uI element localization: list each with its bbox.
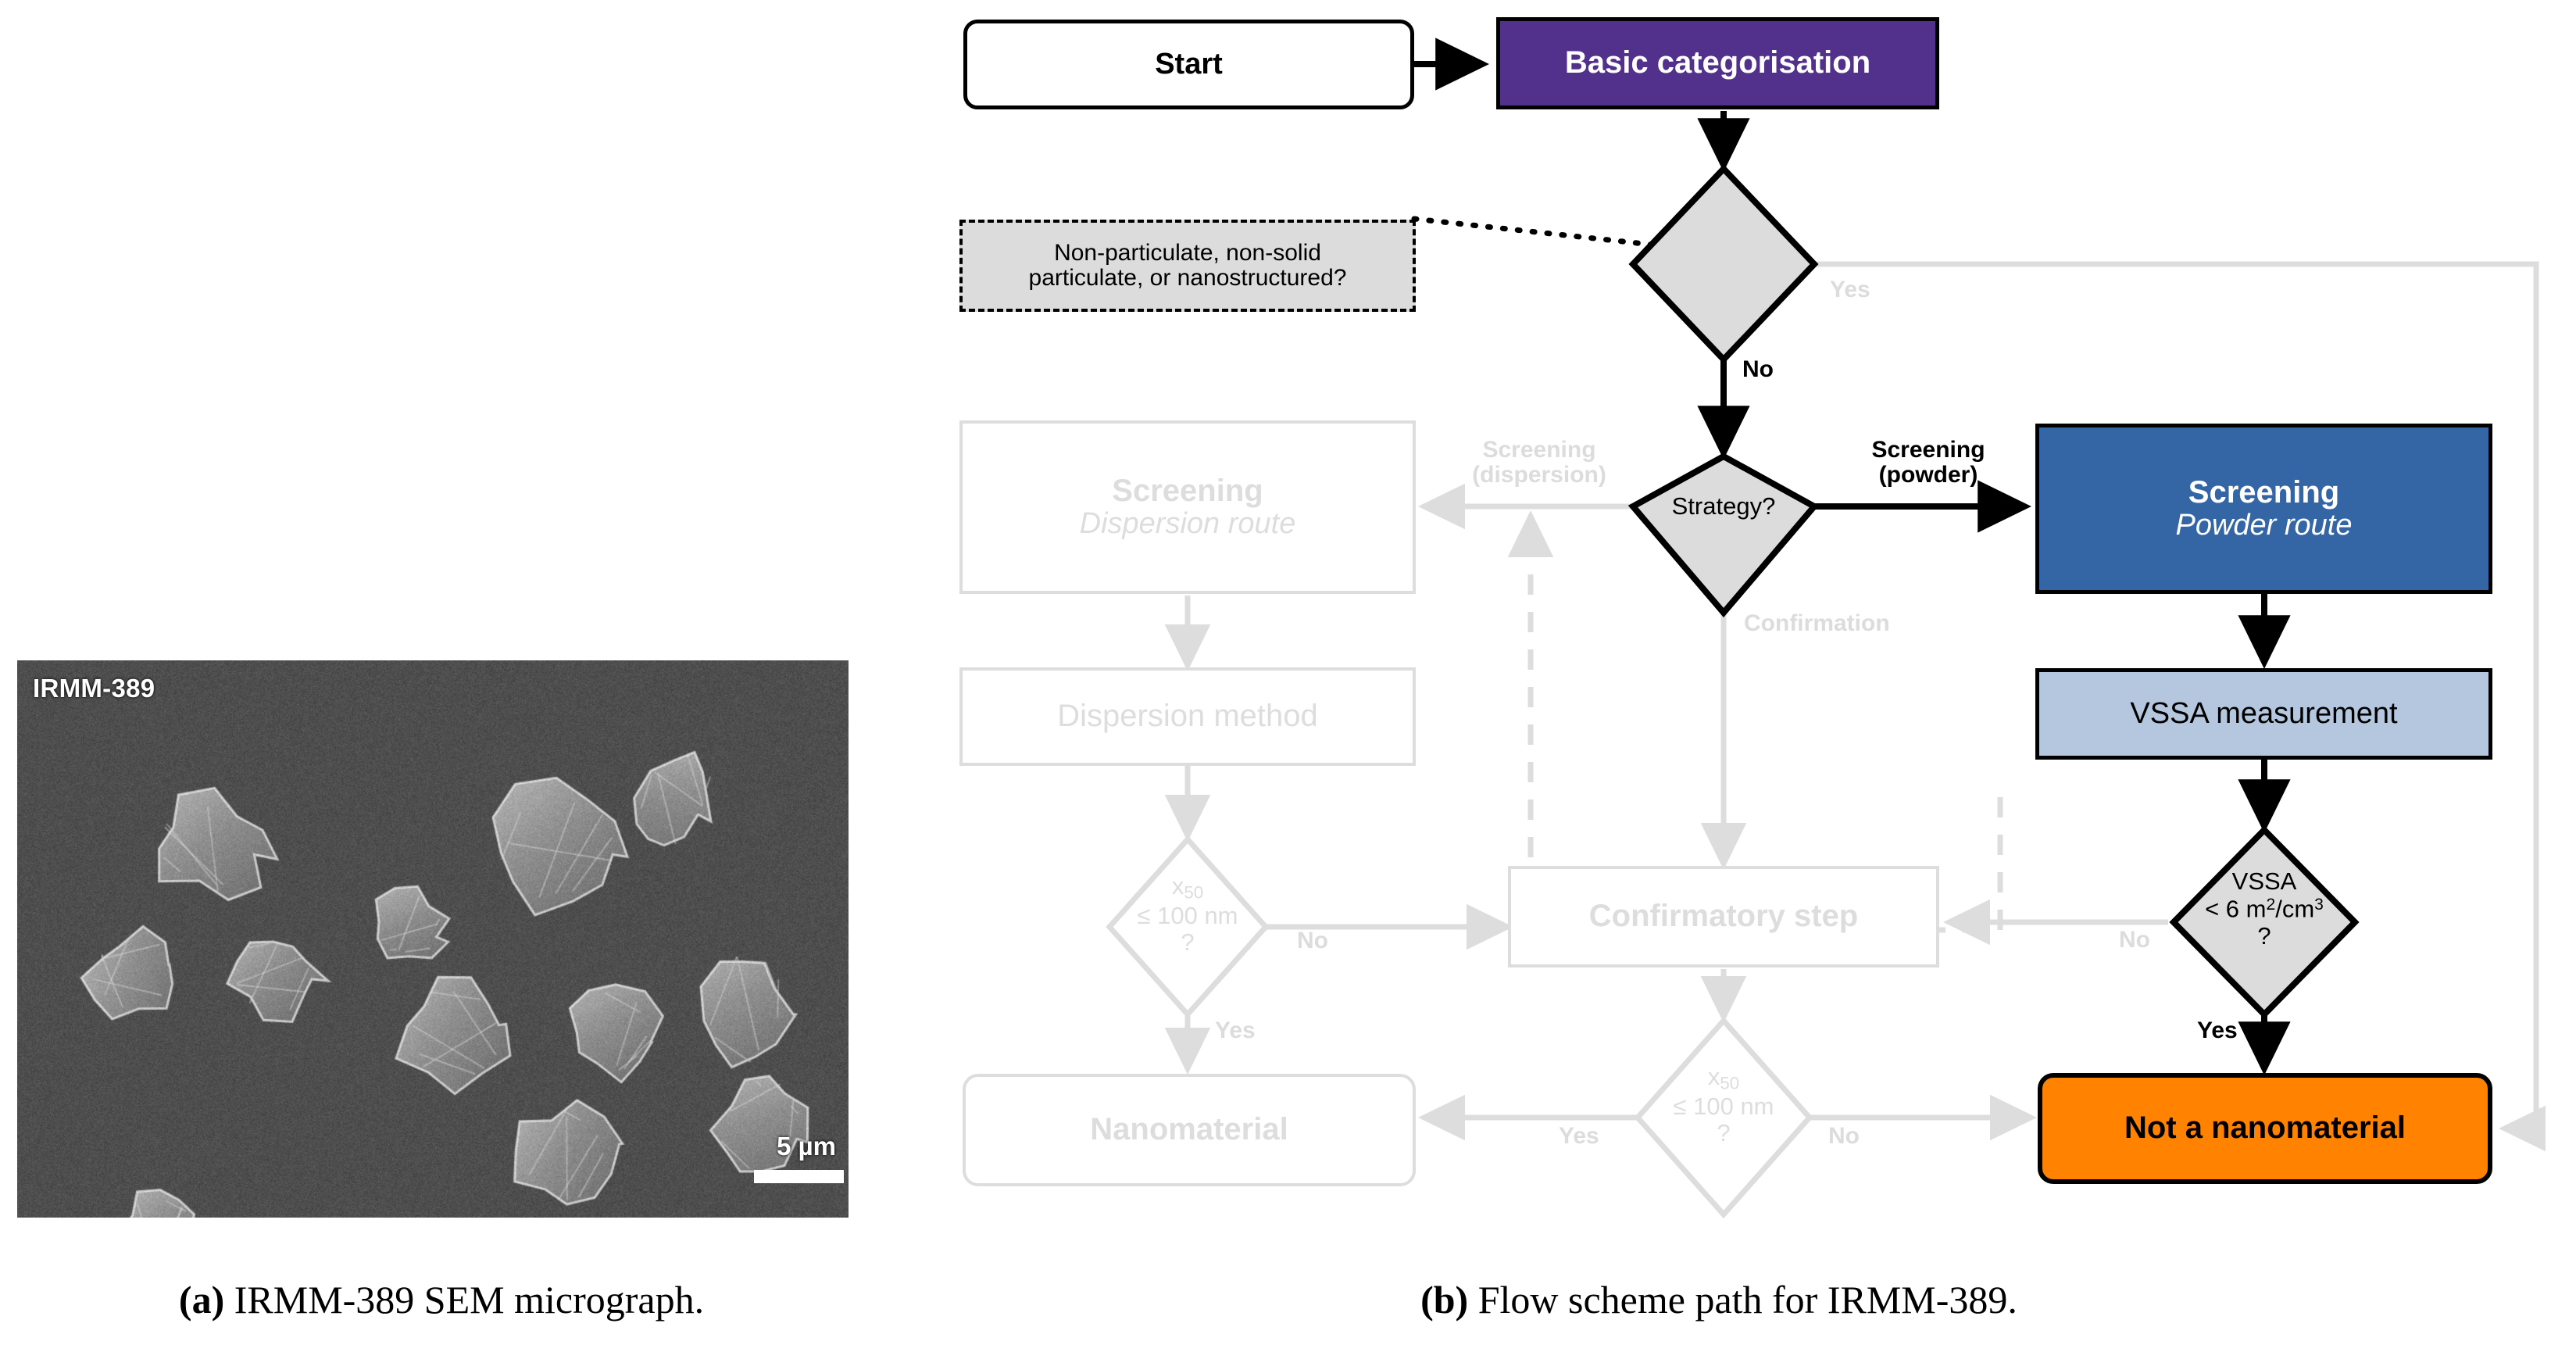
caption-a-text: IRMM-389 SEM micrograph.: [224, 1278, 704, 1322]
node-start[interactable]: Start: [963, 20, 1414, 109]
edge-label-yes-vssa: Yes: [2197, 1018, 2238, 1043]
flow-connectors: [0, 0, 2576, 1250]
decision-x50-dispersion-label: x50 ≤ 100 nm ?: [1106, 873, 1270, 957]
node-vssa-measurement-label: VSSA measurement: [2130, 698, 2397, 730]
node-screening-dispersion-title: Screening: [1112, 474, 1263, 508]
node-dispersion-method-label: Dispersion method: [1057, 699, 1318, 733]
edge-label-yes-x50-confirmatory: Yes: [1559, 1124, 1599, 1149]
edge-label-screening-dispersion: Screening (dispersion): [1465, 438, 1613, 487]
node-nanomaterial[interactable]: Nanomaterial: [963, 1074, 1416, 1186]
decision-nonparticulate: [1633, 169, 1814, 359]
caption-a: (a) IRMM-389 SEM micrograph.: [23, 1277, 859, 1322]
node-vssa-measurement[interactable]: VSSA measurement: [2035, 668, 2492, 760]
node-confirmatory-step-label: Confirmatory step: [1589, 900, 1859, 933]
decision-strategy: [1633, 456, 1814, 613]
callout-nonparticulate: Non-particulate, non-solid particulate, …: [959, 220, 1416, 312]
caption-b-text: Flow scheme path for IRMM-389.: [1468, 1278, 2017, 1322]
decision-vssa-line2: < 6 m2/cm3: [2180, 896, 2349, 923]
decision-x50-confirmatory-label: x50 ≤ 100 nm ?: [1642, 1064, 1806, 1147]
edge-label-no-x50-confirmatory: No: [1828, 1124, 1860, 1149]
node-screening-powder[interactable]: Screening Powder route: [2035, 424, 2492, 594]
node-not-a-nanomaterial[interactable]: Not a nanomaterial: [2038, 1073, 2492, 1184]
caption-b-tag: (b): [1420, 1278, 1468, 1322]
node-not-a-nanomaterial-label: Not a nanomaterial: [2124, 1111, 2406, 1145]
decision-x50-dispersion-line3: ?: [1106, 929, 1270, 957]
caption-a-tag: (a): [179, 1278, 224, 1322]
node-screening-dispersion[interactable]: Screening Dispersion route: [959, 420, 1416, 594]
edge-label-yes-top: Yes: [1830, 277, 1870, 302]
node-screening-dispersion-subtitle: Dispersion route: [1080, 508, 1296, 540]
node-confirmatory-step[interactable]: Confirmatory step: [1508, 866, 1939, 968]
decision-x50-confirmatory-line1: x50: [1642, 1064, 1806, 1093]
node-screening-powder-title: Screening: [2188, 476, 2339, 510]
node-basic-categorisation[interactable]: Basic categorisation: [1496, 17, 1939, 109]
node-basic-categorisation-label: Basic categorisation: [1565, 46, 1870, 80]
decision-x50-confirmatory-line3: ?: [1642, 1120, 1806, 1147]
edge-label-yes-x50-dispersion: Yes: [1215, 1018, 1256, 1043]
edge-label-screening-powder: Screening (powder): [1850, 438, 2006, 487]
panel-b-flowscheme: Start Basic categorisation Non-particula…: [0, 0, 2576, 1250]
decision-vssa-line1: VSSA: [2180, 868, 2349, 896]
edge-label-confirmation: Confirmation: [1744, 611, 1890, 636]
decision-strategy-label: Strategy?: [1645, 493, 1802, 520]
decision-x50-confirmatory-line2: ≤ 100 nm: [1642, 1093, 1806, 1121]
decision-vssa-label: VSSA < 6 m2/cm3 ?: [2180, 868, 2349, 950]
edge-label-no-x50-dispersion: No: [1297, 928, 1328, 953]
edge-label-no-top: No: [1742, 357, 1774, 382]
decision-x50-dispersion-line1: x50: [1106, 873, 1270, 903]
caption-b: (b) Flow scheme path for IRMM-389.: [867, 1277, 2571, 1322]
callout-nonparticulate-label: Non-particulate, non-solid particulate, …: [1029, 241, 1347, 292]
node-dispersion-method[interactable]: Dispersion method: [959, 667, 1416, 766]
node-start-label: Start: [1155, 48, 1223, 80]
node-screening-powder-subtitle: Powder route: [2175, 510, 2352, 542]
decision-vssa-line3: ?: [2180, 923, 2349, 950]
node-nanomaterial-label: Nanomaterial: [1090, 1113, 1288, 1146]
edge-label-no-vssa: No: [2119, 928, 2150, 953]
decision-x50-dispersion-line2: ≤ 100 nm: [1106, 903, 1270, 930]
